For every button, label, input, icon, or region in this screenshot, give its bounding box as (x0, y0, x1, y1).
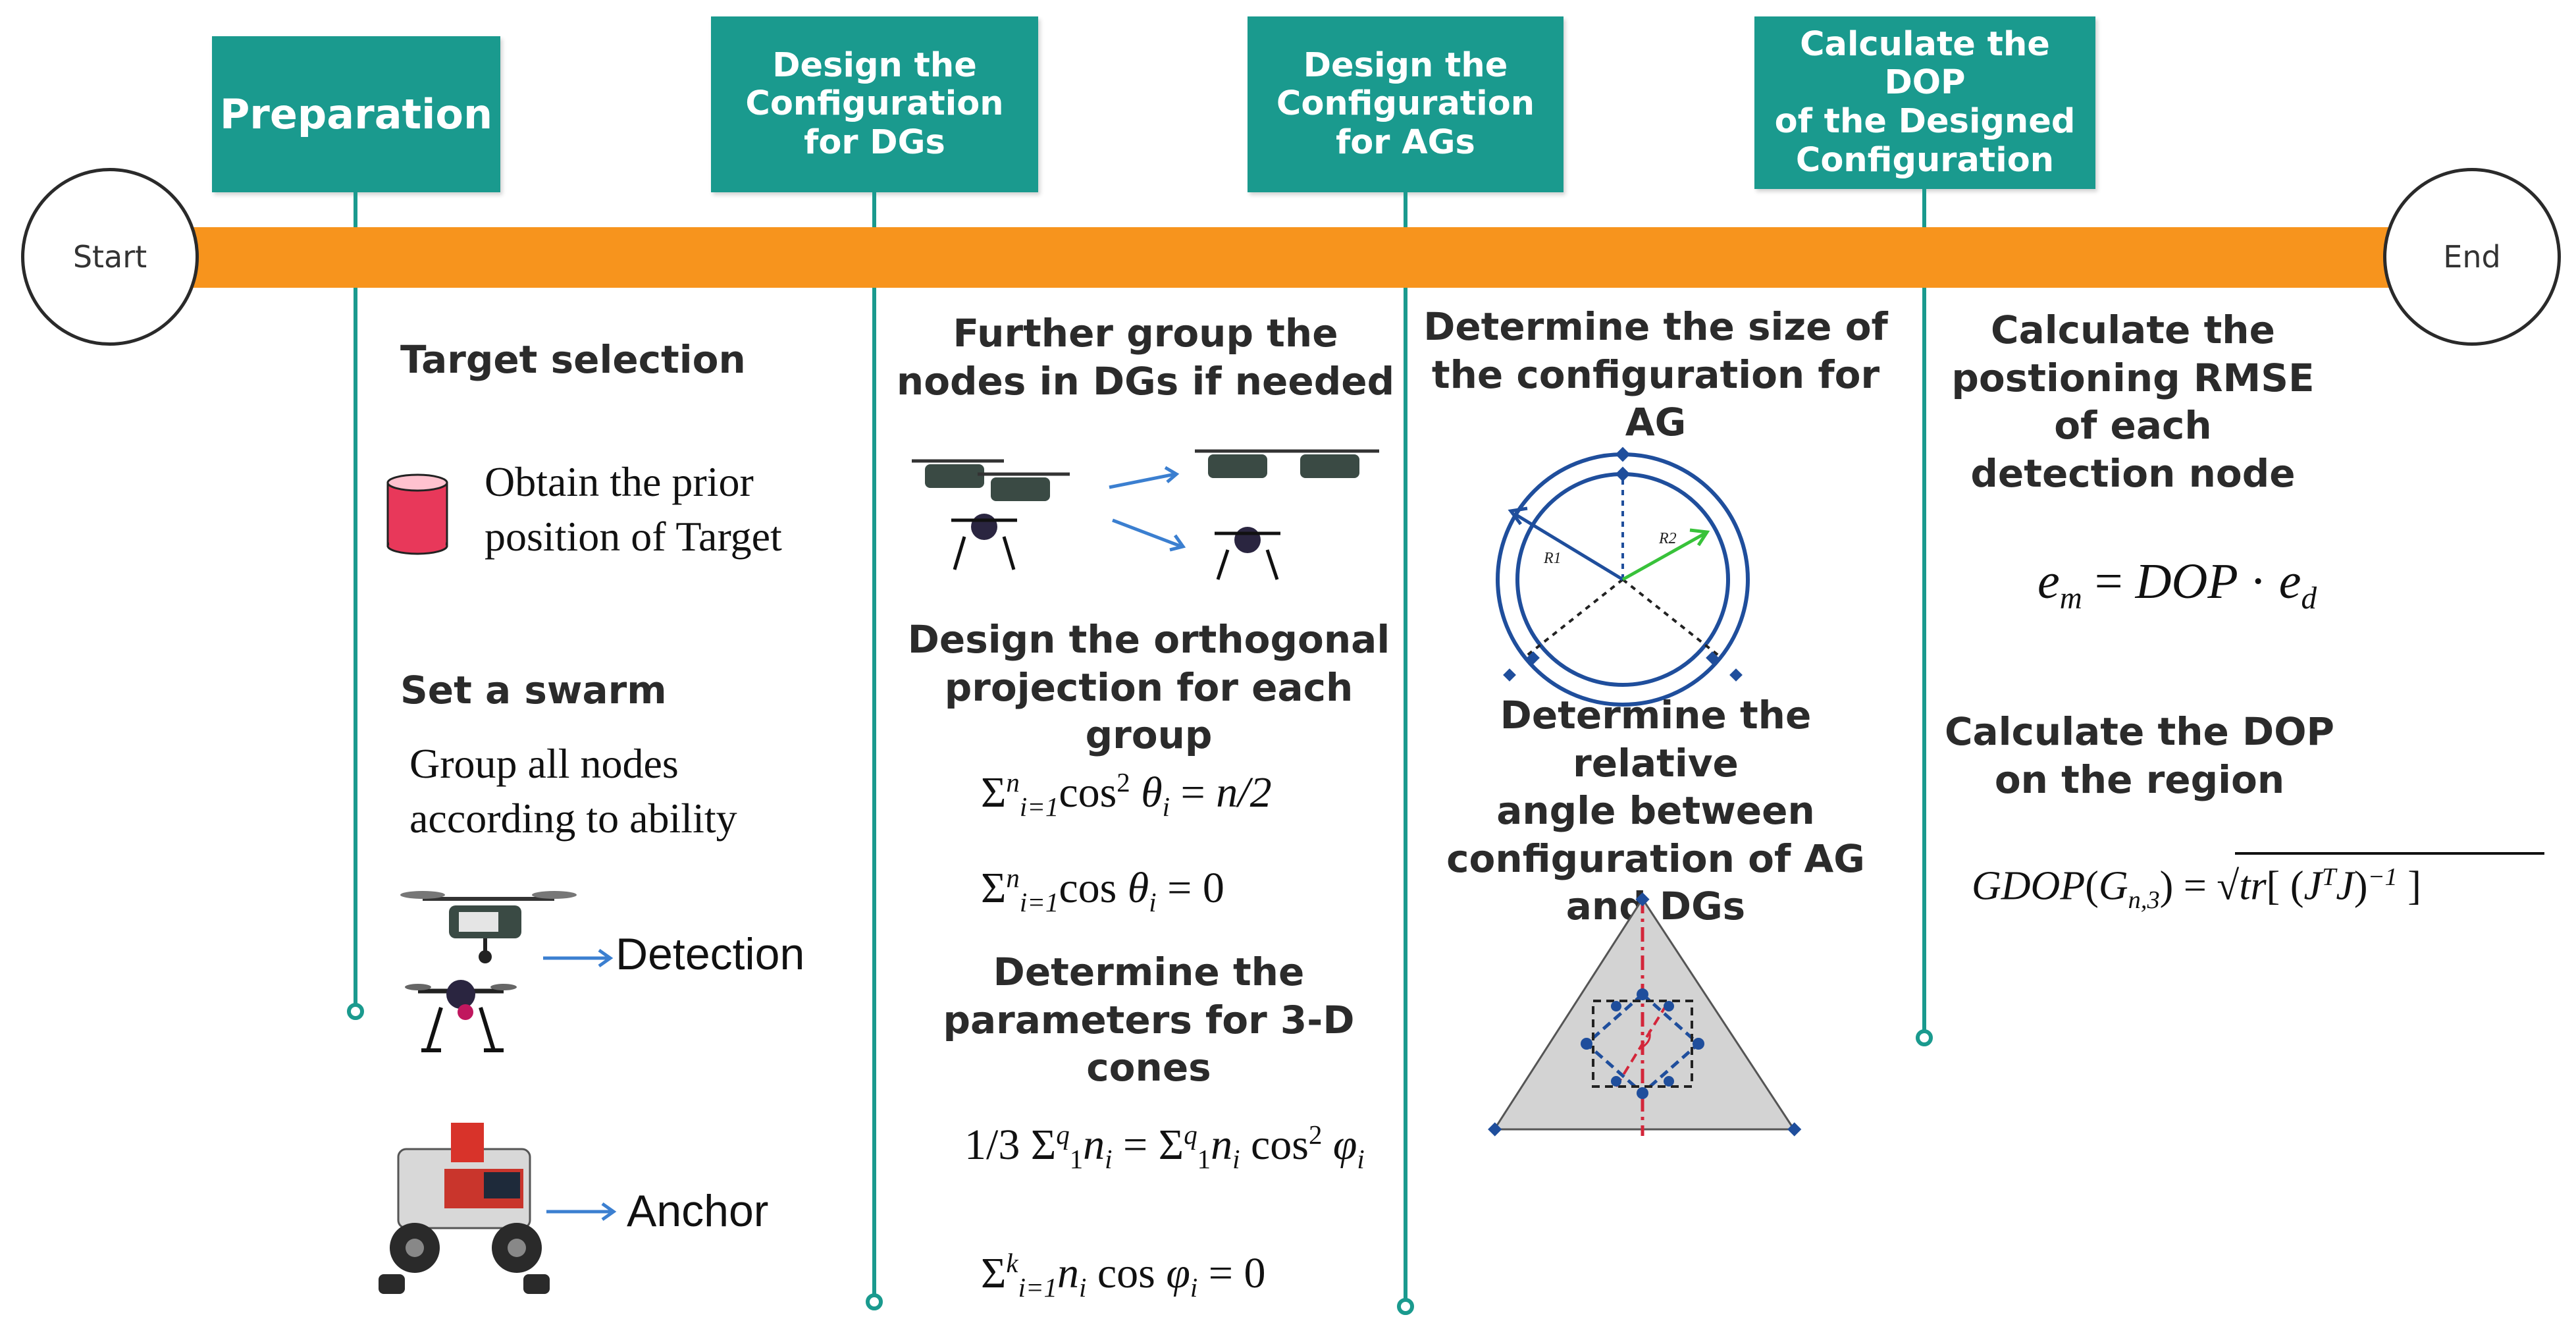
detection-quadcopter-icon (405, 980, 517, 1052)
connector-dop (1922, 189, 1926, 1032)
detection-drone-icon (400, 891, 577, 963)
connector-preparation (354, 192, 357, 1006)
ag-angle-diagram (1488, 892, 1802, 1137)
stage-header-dop: Calculate the DOP of the Designed Config… (1754, 16, 2095, 189)
r1-label: R1 (1543, 550, 1562, 567)
ag-size-diagram: R1 R2 (1496, 446, 1750, 707)
stage-title: Design the Configuration for DGs (745, 45, 1004, 162)
rmse-equation: em = DOP · ed (2037, 554, 2317, 616)
stage-header-dg: Design the Configuration for DGs (711, 16, 1038, 192)
anchor-robot-icon (379, 1123, 550, 1294)
start-label: Start (72, 239, 147, 275)
connector-end-ag (1397, 1298, 1414, 1315)
cones-heading: Determine the parameters for 3-D cones (943, 950, 1355, 1090)
detection-arrow-icon (543, 948, 614, 968)
start-node: Start (21, 168, 199, 346)
timeline-bar (99, 227, 2488, 288)
projection-equation-2: Σni=1cos θi = 0 (981, 863, 1224, 918)
projection-heading: Design the orthogonal projection for eac… (907, 617, 1390, 757)
cones-equation-2: Σki=1ni cos φi = 0 (981, 1249, 1266, 1303)
target-cylinder-icon (386, 473, 448, 555)
target-selection-heading: Target selection (400, 337, 746, 382)
stage-header-preparation: Preparation (212, 36, 500, 192)
projection-equation-1: Σni=1cos2 θi = n/2 (981, 768, 1272, 822)
gdop-equation: GDOP(Gn,3) = √tr[ (JTJ)−1 ] (1972, 863, 2421, 915)
connector-ag (1404, 192, 1407, 1301)
end-node: End (2383, 168, 2561, 346)
angle-heading: Determine the relative angle between con… (1446, 693, 1865, 928)
anchor-label: Anchor (627, 1186, 769, 1236)
gdop-root-bar (2235, 852, 2544, 855)
connector-end-dg (866, 1293, 883, 1310)
drone-group-icon (912, 449, 1379, 580)
cones-equation-1: 1/3 Σq1ni = Σq1ni cos2 φi (964, 1120, 1365, 1175)
end-label: End (2443, 239, 2501, 275)
target-text: Obtain the prior position of Target (485, 458, 782, 560)
stage-title: Design the Configuration for AGs (1276, 45, 1535, 162)
r2-label: R2 (1658, 530, 1677, 547)
detection-label: Detection (616, 929, 805, 979)
connector-end-dop (1916, 1029, 1933, 1046)
anchor-arrow-icon (546, 1202, 617, 1222)
swarm-heading: Set a swarm (400, 668, 667, 712)
rmse-heading: Calculate the postioning RMSE of each de… (1951, 308, 2315, 496)
stage-title: Preparation (219, 90, 493, 138)
size-heading: Determine the size of the configuration … (1423, 304, 1888, 444)
connector-dg (872, 192, 876, 1296)
stage-header-ag: Design the Configuration for AGs (1248, 16, 1564, 192)
swarm-text: Group all nodes according to ability (409, 740, 737, 842)
connector-end-preparation (347, 1003, 364, 1020)
group-heading: Further group the nodes in DGs if needed (896, 311, 1395, 404)
gdop-heading: Calculate the DOP on the region (1944, 709, 2335, 802)
stage-title: Calculate the DOP of the Designed Config… (1774, 24, 2076, 180)
